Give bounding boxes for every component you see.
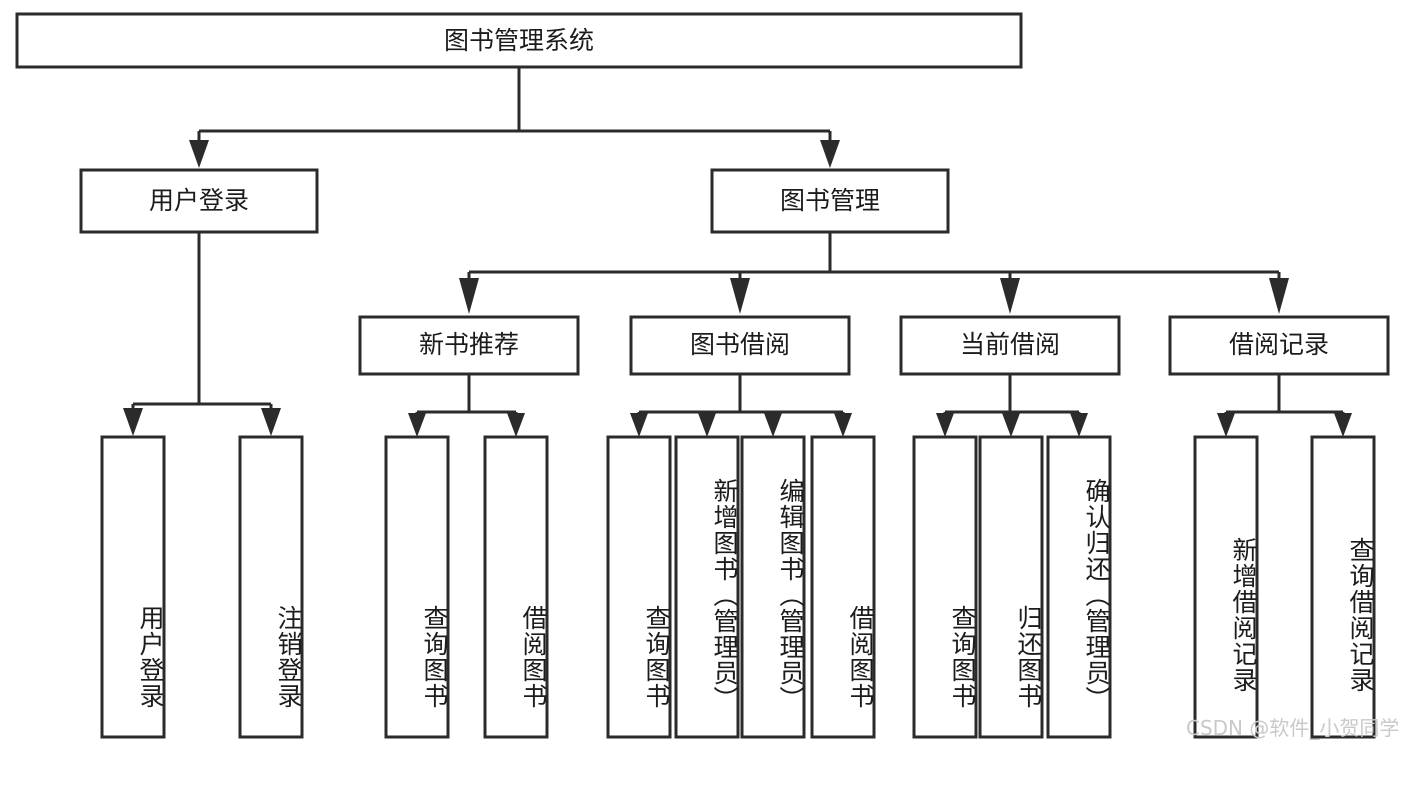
leaf-current-borrow-1-rect[interactable] xyxy=(912,435,978,739)
node-borrow-records-label: 借阅记录 xyxy=(1229,330,1329,359)
leaf-user-login-1-rect[interactable] xyxy=(100,435,166,739)
node-borrow-records[interactable]: 借阅记录 xyxy=(1168,315,1390,376)
arrowhead-leaf-current-borrow-3 xyxy=(1070,413,1088,437)
csdn-watermark: CSDN @软件_小贺同学 xyxy=(1186,716,1400,740)
arrowhead-leaf-current-borrow-2 xyxy=(1002,413,1020,437)
leaf-new-book-1-rect[interactable] xyxy=(384,435,450,739)
node-current-borrow-rect xyxy=(899,315,1121,376)
node-borrow-records-rect xyxy=(1168,315,1390,376)
arrowhead-to-new-book xyxy=(459,278,479,314)
node-current-borrow-label: 当前借阅 xyxy=(960,330,1060,359)
arrowhead-leaf-book-borrow-4 xyxy=(834,413,852,437)
node-book-manage-rect xyxy=(710,168,950,234)
arrowhead-leaf-borrow-records-1 xyxy=(1217,413,1235,437)
arrowhead-leaf-new-book-1 xyxy=(408,413,426,437)
leaf-borrow-records-2-rect[interactable] xyxy=(1310,435,1376,739)
node-book-borrow[interactable]: 图书借阅 xyxy=(629,315,851,376)
leaf-book-borrow-2-rect[interactable] xyxy=(674,435,740,739)
arrowhead-to-book-manage xyxy=(820,140,840,168)
leaf-borrow-records-1-rect[interactable] xyxy=(1193,435,1259,739)
arrowhead-leaf-user-login-2 xyxy=(261,408,281,436)
leaf-book-borrow-4-rect[interactable] xyxy=(810,435,876,739)
arrowhead-leaf-book-borrow-1 xyxy=(630,413,648,437)
arrowhead-leaf-book-borrow-3 xyxy=(764,413,782,437)
node-book-manage[interactable]: 图书管理 xyxy=(710,168,950,234)
arrowhead-to-borrow-records xyxy=(1269,278,1289,314)
arrowhead-to-book-borrow xyxy=(730,278,750,314)
node-book-manage-label: 图书管理 xyxy=(780,186,880,215)
node-book-borrow-label: 图书借阅 xyxy=(690,330,790,359)
leaf-book-borrow-3-rect[interactable] xyxy=(740,435,806,739)
node-current-borrow[interactable]: 当前借阅 xyxy=(899,315,1121,376)
node-root-rect xyxy=(15,12,1023,69)
arrowhead-leaf-current-borrow-1 xyxy=(936,413,954,437)
flowchart-svg: 图书管理系统 用户登录 图书管理 xyxy=(15,12,1390,739)
arrowhead-to-user-login xyxy=(189,140,209,168)
leaf-current-borrow-2-rect[interactable] xyxy=(978,435,1044,739)
leaf-new-book-2-rect[interactable] xyxy=(483,435,549,739)
node-book-borrow-rect xyxy=(629,315,851,376)
arrowhead-leaf-borrow-records-2 xyxy=(1334,413,1352,437)
arrowhead-leaf-user-login-1 xyxy=(123,408,143,436)
node-new-book-recommend-label: 新书推荐 xyxy=(419,330,519,359)
leaf-current-borrow-3-rect[interactable] xyxy=(1046,435,1112,739)
node-root[interactable]: 图书管理系统 xyxy=(15,12,1023,69)
node-new-book-recommend[interactable]: 新书推荐 xyxy=(358,315,580,376)
node-user-login[interactable]: 用户登录 xyxy=(79,168,319,234)
node-new-book-recommend-rect xyxy=(358,315,580,376)
leaf-book-borrow-1-rect[interactable] xyxy=(606,435,672,739)
node-user-login-label: 用户登录 xyxy=(149,186,249,215)
node-root-label: 图书管理系统 xyxy=(444,26,594,55)
leaf-user-login-2-rect[interactable] xyxy=(238,435,304,739)
arrowhead-to-current-borrow xyxy=(1000,278,1020,314)
flowchart-canvas: 图书管理系统 用户登录 图书管理 xyxy=(15,12,1400,740)
arrowhead-leaf-book-borrow-2 xyxy=(698,413,716,437)
arrowhead-leaf-new-book-2 xyxy=(507,413,525,437)
